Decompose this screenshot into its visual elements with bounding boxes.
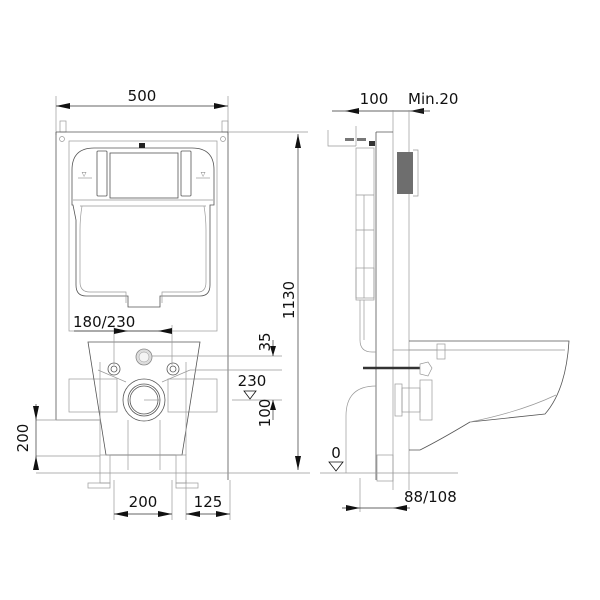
dim-floor-height: 200 <box>14 424 32 453</box>
dim-outlet-height: 230 <box>238 372 267 390</box>
svg-text:▽: ▽ <box>82 171 87 178</box>
dim-frame-depth: 100 <box>360 90 389 108</box>
front-view: 500 ▽ ▽ <box>14 87 310 520</box>
flush-valve-icon <box>139 143 145 148</box>
dim-pipe-projection: 88/108 <box>404 488 457 506</box>
wall-panel <box>397 152 413 194</box>
floor-level-marker-icon <box>328 461 344 472</box>
dim-waste-offset: 100 <box>256 399 274 428</box>
dim-min-wall: Min.20 <box>408 90 458 108</box>
dim-frame-height: 1130 <box>280 281 298 319</box>
dim-foot-spacing: 200 <box>129 493 158 511</box>
dim-foot-offset: 125 <box>194 493 223 511</box>
dim-inlet-spacing: 180/230 <box>73 313 135 331</box>
dim-flush-offset: 35 <box>256 332 274 351</box>
svg-text:▽: ▽ <box>201 171 206 178</box>
side-view: 100 Min.20 <box>320 90 570 512</box>
level-marker-icon <box>243 390 257 400</box>
dim-frame-width: 500 <box>128 87 157 105</box>
dim-floor-level: 0 <box>331 444 341 462</box>
